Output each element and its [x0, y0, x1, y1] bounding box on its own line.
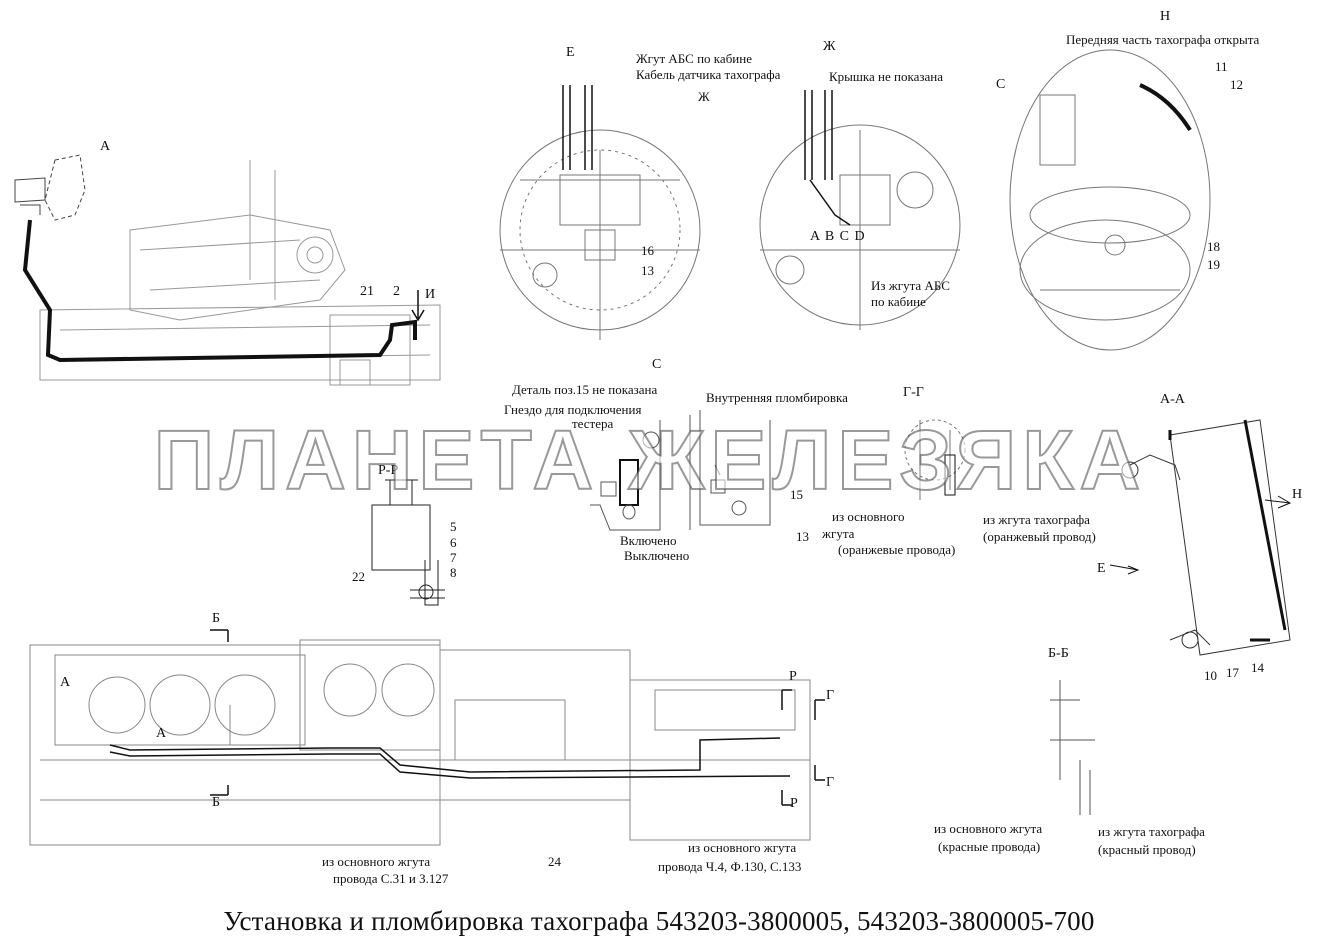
view-e-title: Е — [566, 45, 575, 60]
label-on: Включено — [620, 533, 677, 548]
label-13-c: 13 — [796, 529, 809, 544]
ref-r-bottom: Р — [790, 796, 798, 811]
label-11: 11 — [1215, 59, 1228, 74]
bb-from-main-1: из основного жгута — [934, 821, 1043, 836]
ref-b-top: Б — [212, 611, 221, 626]
view-bb-title: Б-Б — [1048, 646, 1069, 661]
ref-a-dash-left: А — [60, 675, 71, 690]
ref-a-dash-right: А — [156, 726, 167, 741]
view-pp-drawing — [371, 479, 445, 606]
gg-from-main-1: из основного — [832, 509, 905, 524]
view-c-title: С — [652, 357, 662, 372]
callout-from-abs-1: Из жгута АБС — [871, 278, 950, 293]
ref-i: И — [425, 287, 436, 302]
ref-zh: Ж — [698, 89, 710, 104]
dashboard-drawing — [29, 639, 811, 846]
dash-wire-left-1: из основного жгута — [322, 854, 431, 869]
note-detail-15: Деталь поз.15 не показана — [512, 382, 658, 397]
dash-harness-2 — [109, 751, 791, 779]
ref-c: С — [996, 77, 1006, 92]
label-5: 5 — [450, 519, 457, 534]
view-aa-drawing — [1109, 419, 1292, 656]
label-19: 19 — [1207, 257, 1220, 272]
ref-g-top: Г — [826, 688, 835, 703]
bb-from-main-2: (красные провода) — [938, 839, 1041, 854]
gg-from-main-3: (оранжевые провода) — [838, 542, 956, 557]
label-24: 24 — [548, 854, 561, 869]
ref-a-chassis: А — [100, 139, 111, 154]
label-6: 6 — [450, 535, 457, 550]
bb-from-tacho-2: (красный провод) — [1098, 842, 1196, 857]
dash-wire-right-1: из основного жгута — [688, 840, 797, 855]
view-n-drawing — [1009, 49, 1211, 351]
pin-labels: A B C D — [810, 229, 866, 244]
label-10: 10 — [1204, 668, 1217, 683]
note-socket-1: Гнездо для подключения — [504, 402, 642, 417]
view-zh-cables — [804, 90, 851, 226]
label-2: 2 — [393, 284, 400, 299]
label-8: 8 — [450, 565, 457, 580]
view-zh-drawing — [759, 124, 961, 330]
callout-abs-cab: Жгут АБС по кабине — [636, 51, 752, 66]
callout-front-open: Передняя часть тахографа открыта — [1066, 32, 1260, 47]
view-zh-title: Ж — [823, 39, 836, 54]
bb-drawing — [1050, 680, 1095, 815]
view-c-drawing — [590, 410, 771, 531]
arrow-e-label: Е — [1097, 561, 1106, 576]
view-n-arc — [1139, 83, 1192, 132]
label-off: Выключено — [624, 548, 690, 563]
dash-harness — [109, 737, 781, 773]
chassis-view — [39, 160, 441, 386]
label-21: 21 — [360, 284, 374, 299]
callout-from-abs-2: по кабине — [871, 294, 926, 309]
ref-r-top: Р — [789, 669, 797, 684]
note-inner-seal: Внутренняя пломбировка — [706, 390, 848, 405]
label-7: 7 — [450, 550, 457, 565]
note-socket-2: тестера — [572, 416, 614, 431]
view-gg-title: Г-Г — [903, 385, 924, 400]
gg-from-tacho-2: (оранжевый провод) — [983, 529, 1096, 544]
view-e-drawing — [499, 129, 701, 340]
section-marks — [210, 629, 825, 806]
gg-from-main-2: жгута — [822, 526, 855, 541]
gg-from-tacho-1: из жгута тахографа — [983, 512, 1090, 527]
label-16-e: 16 — [641, 243, 654, 258]
arrow-n-label: Н — [1292, 487, 1303, 502]
cab-outline — [14, 154, 86, 221]
label-18: 18 — [1207, 239, 1220, 254]
label-13-e: 13 — [641, 263, 654, 278]
ref-g-bottom: Г — [826, 775, 835, 790]
harness-line — [22, 219, 417, 363]
callout-cover: Крышка не показана — [829, 69, 944, 84]
page-title: Установка и пломбировка тахографа 543203… — [223, 906, 1095, 936]
label-22: 22 — [352, 569, 365, 584]
view-pp-title: Р-Р — [378, 463, 399, 478]
label-14: 14 — [1251, 660, 1264, 675]
dash-wire-right-2: провода Ч.4, Ф.130, С.133 — [658, 859, 802, 874]
callout-tacho-cable: Кабель датчика тахографа — [636, 67, 781, 82]
label-15: 15 — [790, 487, 803, 502]
view-e-cables — [562, 85, 593, 170]
view-gg-drawing — [904, 419, 966, 500]
label-17: 17 — [1226, 665, 1239, 680]
ref-b-bottom: Б — [212, 795, 221, 810]
label-12: 12 — [1230, 77, 1243, 92]
dash-wire-left-2: провода С.31 и З.127 — [333, 871, 449, 886]
view-n-title: Н — [1160, 9, 1171, 24]
bb-from-tacho-1: из жгута тахографа — [1098, 824, 1205, 839]
view-aa-title: А-А — [1160, 392, 1185, 407]
arrow-i — [411, 290, 425, 322]
